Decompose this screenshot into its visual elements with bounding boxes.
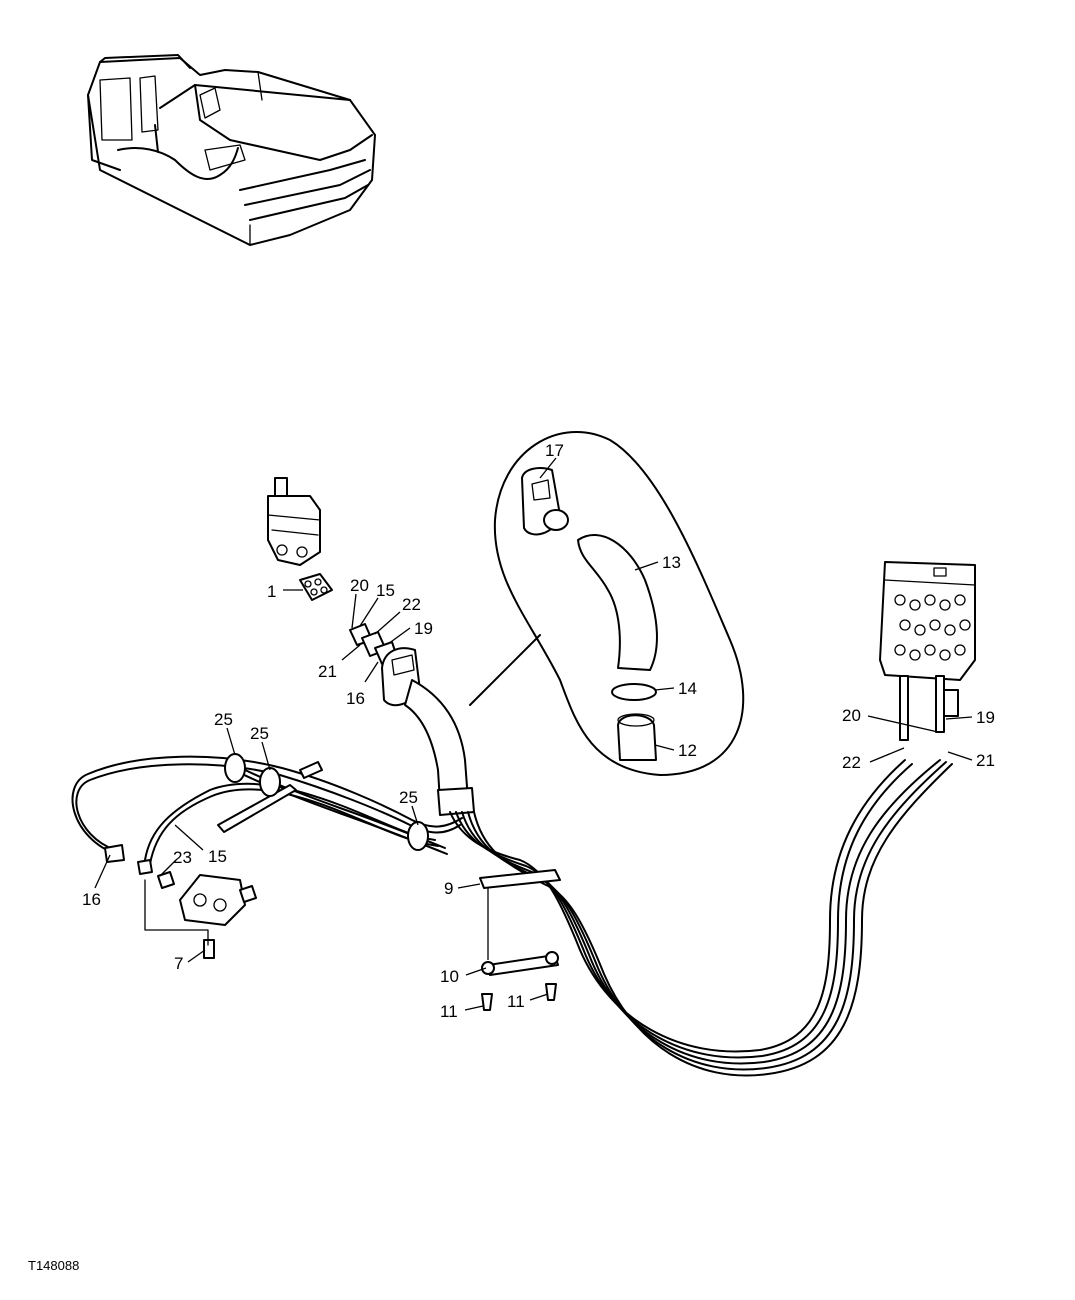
callout-25-a: 25	[214, 710, 233, 729]
boot-assembly	[381, 647, 475, 816]
callout-9: 9	[444, 879, 453, 898]
callout-20-upper: 20	[350, 576, 369, 595]
callout-15-upper: 15	[376, 581, 395, 600]
callout-11-left: 11	[440, 1002, 458, 1021]
callout-21-right: 21	[976, 751, 995, 770]
figure-id: T148088	[28, 1258, 79, 1273]
callout-20-right: 20	[842, 706, 861, 725]
callout-23: 23	[173, 848, 192, 867]
callout-16-upper: 16	[346, 689, 365, 708]
callout-22-right: 22	[842, 753, 861, 772]
callout-labels: 1 20 15 22 19 21 16 17 13 14 12 25 25 25…	[82, 441, 995, 1021]
pilot-valve-top	[267, 477, 321, 566]
callout-leaders	[94, 457, 973, 1011]
callout-14: 14	[678, 679, 697, 698]
hose-bundle-left	[71, 753, 463, 865]
callout-15-lower: 15	[208, 847, 227, 866]
callout-17: 17	[545, 441, 564, 460]
fitting-block-1	[299, 573, 333, 601]
callout-21-upper: 21	[318, 662, 337, 681]
callout-1: 1	[267, 582, 276, 601]
callout-11-right: 11	[507, 992, 525, 1011]
callout-25-b: 25	[250, 724, 269, 743]
callout-13: 13	[662, 553, 681, 572]
hose-bundle-right	[449, 759, 953, 1077]
callout-16-lower: 16	[82, 890, 101, 909]
travel-pilot-valve	[104, 844, 257, 959]
exploded-detail-oval	[469, 430, 745, 776]
callout-19-right: 19	[976, 708, 995, 727]
bracket-assembly	[479, 869, 561, 1011]
callout-22-upper: 22	[402, 595, 421, 614]
control-valve-right	[879, 561, 976, 741]
callout-19-upper: 19	[414, 619, 433, 638]
callout-10: 10	[440, 967, 459, 986]
callout-12: 12	[678, 741, 697, 760]
callout-25-c: 25	[399, 788, 418, 807]
callout-7: 7	[174, 954, 183, 973]
excavator-locator-view	[87, 54, 376, 246]
